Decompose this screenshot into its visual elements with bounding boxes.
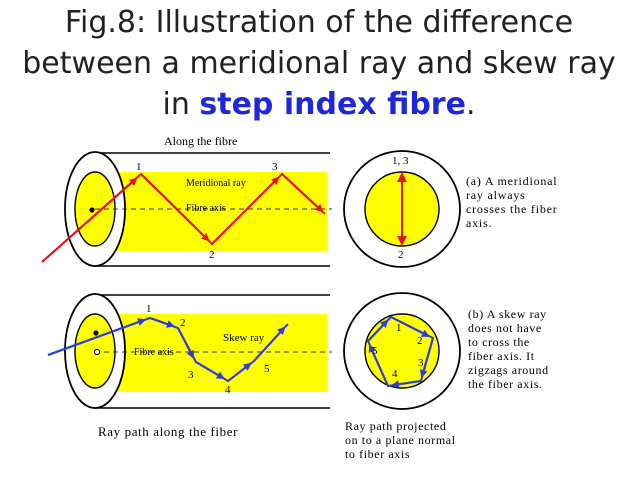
top-entry-dot bbox=[89, 207, 95, 213]
meridional-arrow-2 bbox=[140, 173, 210, 242]
skew-arrow-1 bbox=[47, 318, 146, 356]
skew-arrow-3 bbox=[177, 327, 194, 359]
meridional-ray-label: Meridional ray bbox=[186, 178, 246, 189]
top-fibre-axis-label: Fibre axis bbox=[186, 203, 226, 214]
bottom-point-3: 3 bbox=[188, 369, 194, 381]
skew-ray-label: Skew ray bbox=[223, 332, 265, 344]
title-line-3: in step index fibre. bbox=[0, 84, 638, 125]
meridional-arrow-1 bbox=[41, 177, 138, 263]
bottom-xs-point-1: 1 bbox=[396, 322, 402, 334]
title-highlight: step index fibre bbox=[199, 87, 466, 122]
top-point-3: 3 bbox=[272, 161, 278, 173]
bottom-xs-point-4: 4 bbox=[392, 368, 398, 380]
top-xs-label-13: 1, 3 bbox=[392, 155, 409, 167]
bottom-point-4: 4 bbox=[225, 384, 231, 396]
top-point-2: 2 bbox=[209, 249, 215, 261]
bottom-core bbox=[95, 314, 327, 392]
top-xs-arrow-down bbox=[397, 236, 407, 246]
skew-arrow-4 bbox=[195, 361, 225, 380]
bottom-entry-dot bbox=[93, 330, 99, 336]
caption-b: (b) A skew ray does not have to cross th… bbox=[468, 307, 549, 391]
footer-right-line-1: Ray path projected bbox=[345, 419, 446, 433]
bottom-axis-dot bbox=[93, 348, 101, 356]
bottom-fibre-axis-label: Fibre axis bbox=[134, 347, 174, 358]
meridional-arrow-4 bbox=[281, 173, 324, 213]
meridional-fiber: Along the fibre 1 3 2 Meridional ray Fib… bbox=[41, 134, 332, 267]
bottom-xs-point-2: 2 bbox=[417, 335, 423, 347]
skew-arrow-5 bbox=[227, 362, 252, 382]
caption-b-line-1: (b) A skew ray bbox=[468, 307, 547, 321]
skew-xs-arrow-2 bbox=[419, 337, 434, 378]
caption-b-line-5: zigzags around bbox=[468, 363, 549, 377]
top-xs-label-2: 2 bbox=[398, 249, 404, 261]
along-fibre-label: Along the fibre bbox=[164, 134, 237, 148]
skew-arrow-6 bbox=[253, 326, 286, 362]
skew-xs-arrow-1 bbox=[390, 316, 430, 337]
caption-b-line-3: to cross the bbox=[468, 335, 530, 349]
title-line-2: between a meridional ray and skew ray bbox=[22, 46, 616, 81]
caption-a-line-2: ray always bbox=[466, 188, 526, 202]
footer-labels: Ray path along the fiber Ray path projec… bbox=[98, 419, 456, 461]
footer-right-line-2: on to a plane normal bbox=[345, 433, 456, 447]
caption-b-line-6: the fiber axis. bbox=[468, 377, 543, 391]
caption-a-line-3: crosses the fiber bbox=[466, 202, 558, 216]
caption-b-line-2: does not have bbox=[468, 321, 542, 335]
caption-a-line-1: (a) A meridional bbox=[466, 174, 557, 188]
meridional-arrow-3 bbox=[211, 176, 280, 245]
bottom-xs-point-3: 3 bbox=[418, 357, 424, 369]
footer-left-label: Ray path along the fiber bbox=[98, 424, 238, 439]
footer-right-line-3: to fiber axis bbox=[345, 447, 410, 461]
skew-arrow-2 bbox=[149, 317, 175, 328]
caption-a: (a) A meridional ray always crosses the … bbox=[466, 174, 558, 230]
top-xs-arrow-up bbox=[397, 172, 407, 182]
skew-xs-arrow-4 bbox=[368, 344, 389, 387]
caption-a-line-4: axis. bbox=[466, 216, 492, 230]
top-point-1: 1 bbox=[136, 161, 142, 173]
bottom-point-2: 2 bbox=[180, 317, 186, 329]
skew-xs-arrow-5 bbox=[367, 319, 389, 342]
caption-b-line-4: fiber axis. It bbox=[468, 349, 535, 363]
title-line-1: Fig.8: Illustration of the difference bbox=[64, 5, 574, 40]
bottom-point-1: 1 bbox=[146, 303, 152, 315]
skew-xs-arrow-3 bbox=[391, 380, 422, 389]
meridional-cross-section: 1, 3 2 bbox=[343, 150, 461, 268]
title-prefix: in bbox=[162, 87, 200, 122]
figure-title: Fig.8: Illustration of the difference be… bbox=[0, 2, 638, 125]
bottom-point-5: 5 bbox=[264, 363, 270, 375]
skew-fiber: 1 2 3 4 5 Skew ray Fibre axis bbox=[47, 293, 332, 409]
title-suffix: . bbox=[465, 87, 476, 122]
bottom-xs-point-5: 5 bbox=[372, 345, 378, 357]
skew-cross-section: 1 2 3 4 5 bbox=[343, 292, 461, 410]
